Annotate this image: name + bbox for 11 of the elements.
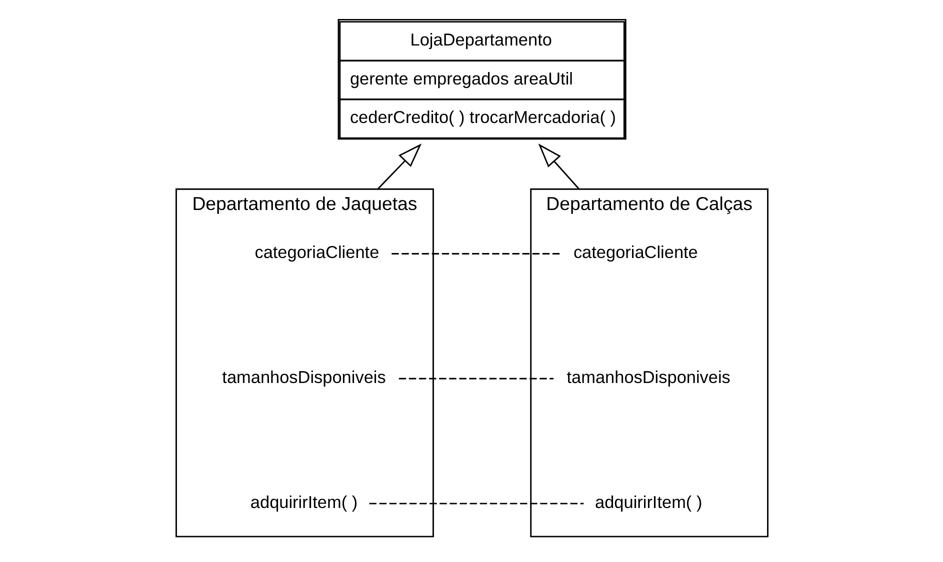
connector (368, 502, 584, 504)
node-text: tamanhosDisponiveis (222, 367, 386, 388)
node-text: adquirirItem( ) (250, 492, 358, 512)
node-text: categoriaCliente (254, 242, 379, 262)
arrow (376, 144, 422, 190)
arrow (538, 143, 580, 190)
node-text: adquirirItem( ) (594, 492, 702, 512)
node-text: categoriaCliente (572, 242, 698, 262)
connector (398, 378, 553, 380)
connector (391, 253, 560, 254)
node-text: tamanhosDisponiveis (566, 367, 730, 388)
